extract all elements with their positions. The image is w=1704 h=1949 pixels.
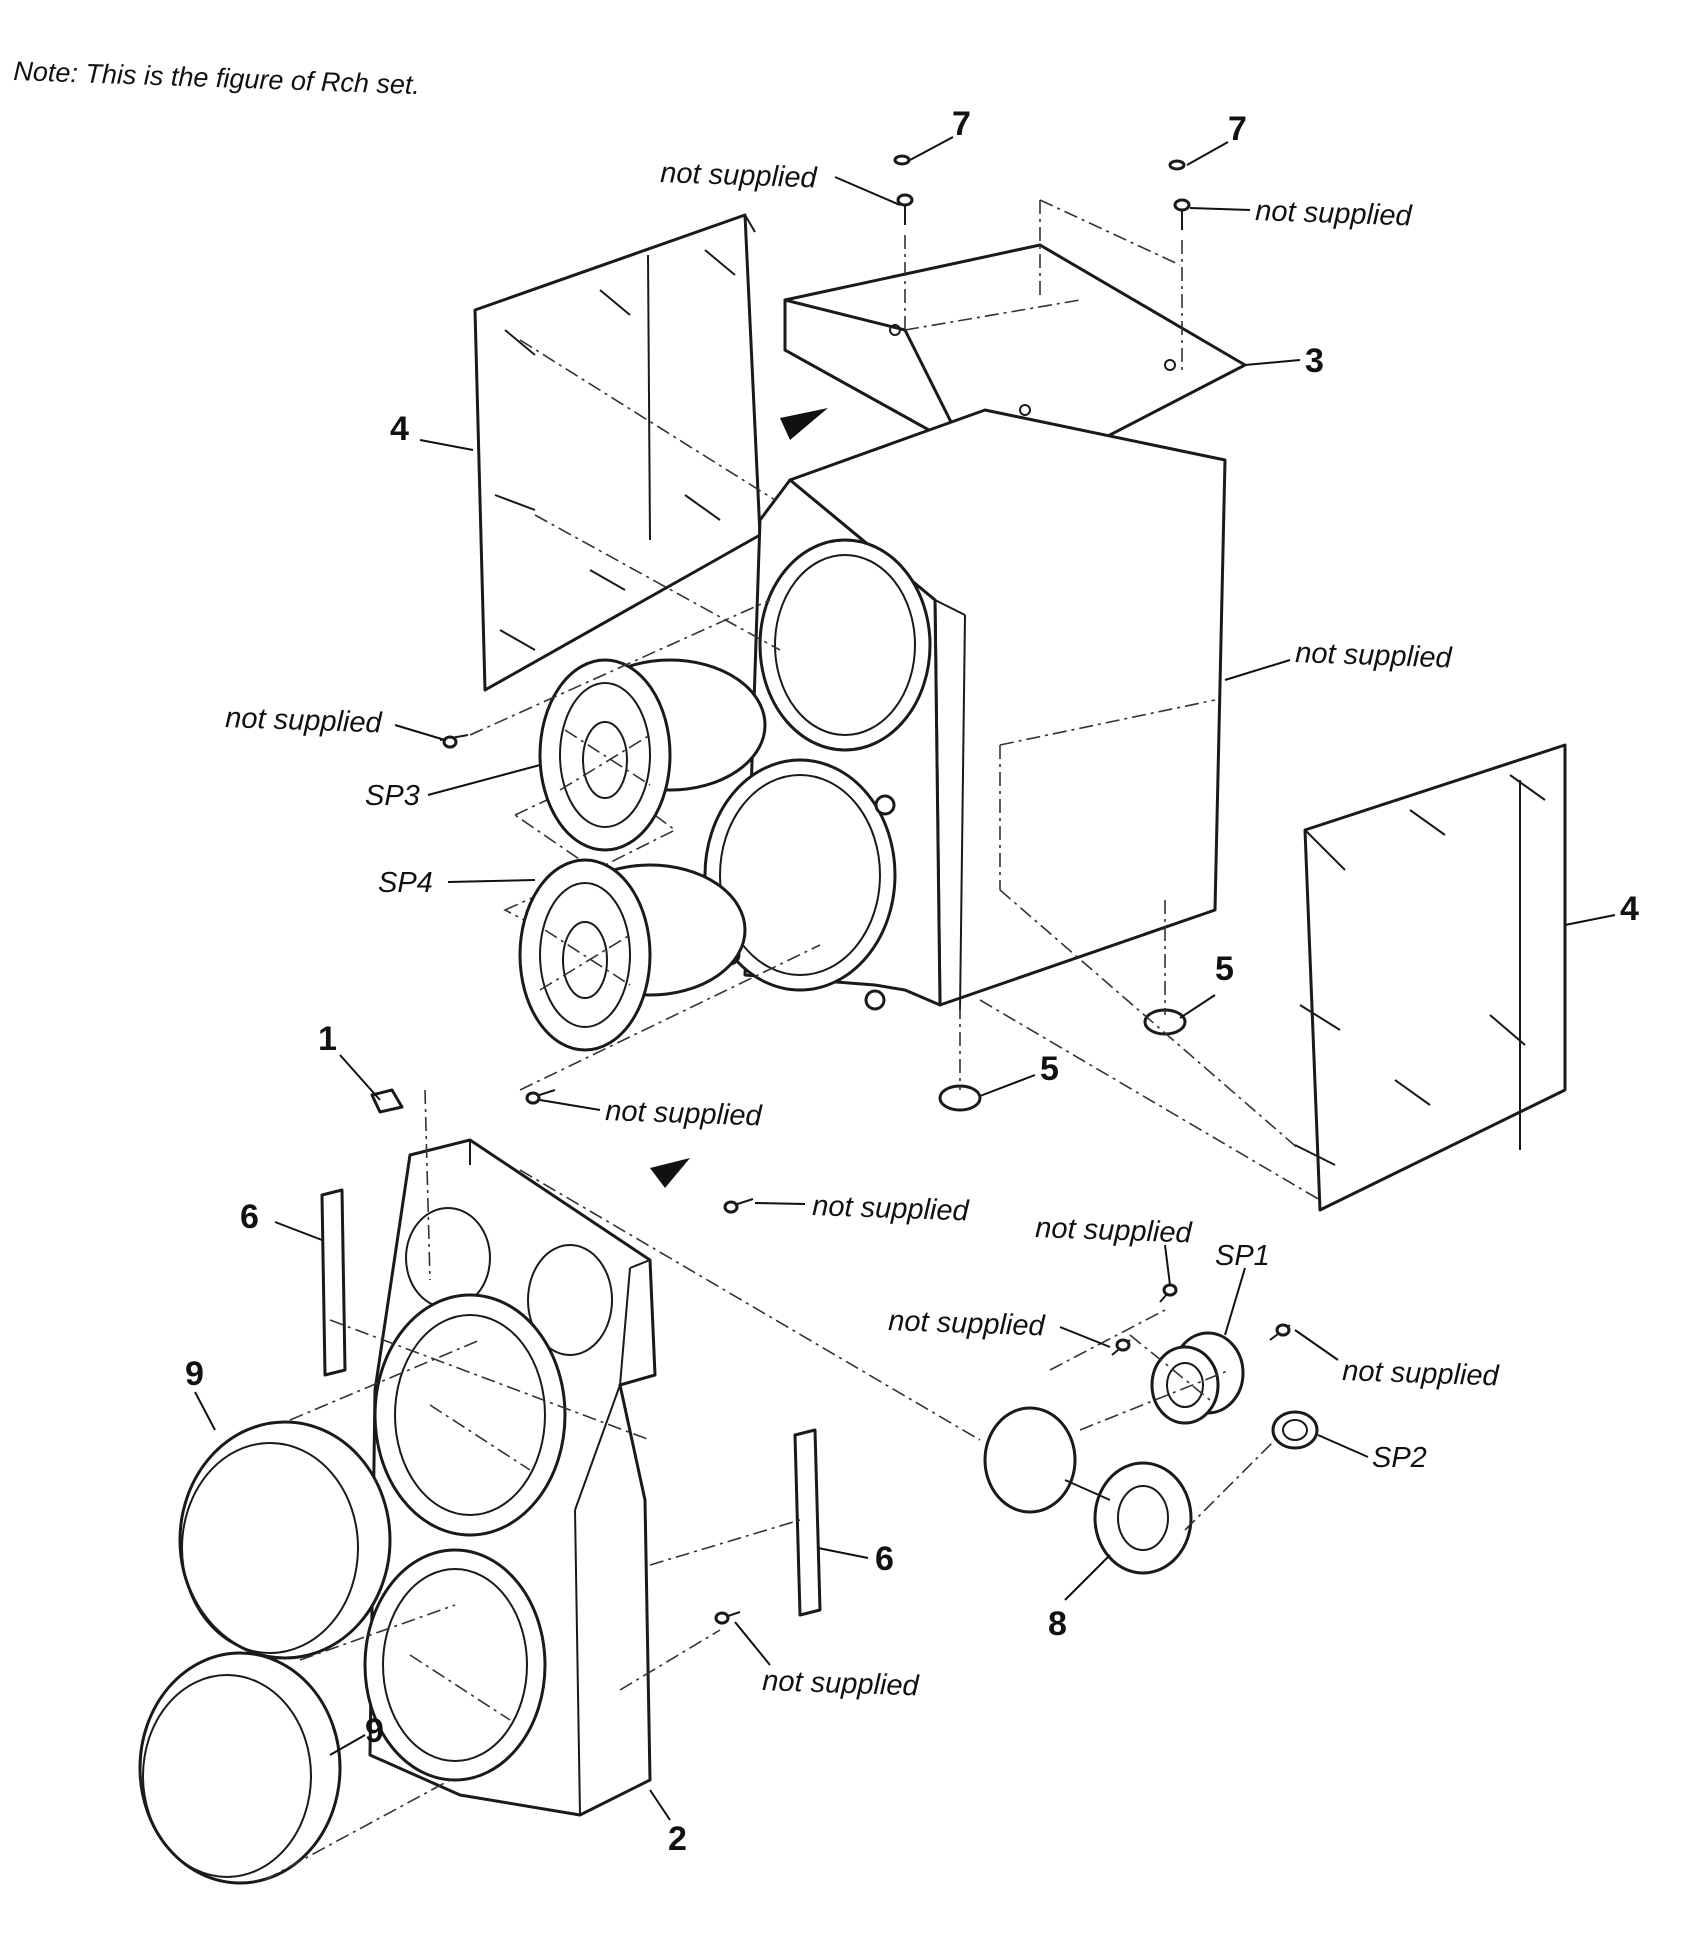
tweeter-sp2 (1271, 1410, 1319, 1450)
woofer-sp4 (503, 858, 747, 1052)
tweeter-housing (983, 1406, 1193, 1575)
part-number-5-left: 5 (1040, 1050, 1059, 1088)
grille-upper (178, 1420, 392, 1660)
not-supplied-woofer-screw-bottom: not supplied (605, 1095, 763, 1132)
part-number-3: 3 (1305, 342, 1324, 380)
strip-left (320, 1188, 347, 1377)
side-panel-left (473, 213, 762, 692)
not-supplied-tweeter-screw-top: not supplied (1035, 1212, 1193, 1249)
not-supplied-tweeter-screw-left: not supplied (888, 1305, 1046, 1342)
not-supplied-tweeter-screw-right: not supplied (1342, 1355, 1500, 1392)
top-bracket (783, 243, 1247, 512)
part-number-7-right: 7 (1228, 110, 1247, 148)
screws (439, 154, 1291, 1625)
not-supplied-top-screw-left: not supplied (660, 157, 818, 194)
part-number-5-right: 5 (1215, 950, 1234, 988)
front-baffle (363, 1138, 657, 1817)
tweeter-sp1 (1150, 1331, 1245, 1425)
part-number-6-right: 6 (875, 1540, 894, 1578)
leader-lines (194, 136, 1616, 1821)
strip-right (793, 1428, 822, 1617)
arrow-upper (780, 408, 828, 440)
part-number-9-upper: 9 (185, 1355, 204, 1393)
badge-tag (370, 1088, 404, 1114)
grille-lower (138, 1651, 342, 1885)
part-number-4-left: 4 (390, 410, 409, 448)
part-number-6-left: 6 (240, 1198, 259, 1236)
part-number-7-left: 7 (952, 105, 971, 143)
label-sp3: SP3 (365, 780, 420, 812)
not-supplied-baffle-screw-bottom: not supplied (762, 1665, 920, 1702)
speaker-cabinet (703, 408, 1227, 1011)
side-panel-right (1294, 743, 1567, 1212)
part-number-9-lower: 9 (365, 1712, 384, 1750)
not-supplied-cabinet: not supplied (1295, 637, 1453, 674)
label-sp2: SP2 (1372, 1442, 1427, 1474)
part-number-2: 2 (668, 1820, 687, 1858)
not-supplied-top-screw-right: not supplied (1255, 195, 1413, 232)
assembly-lines (264, 199, 1321, 1881)
not-supplied-baffle-screw-top: not supplied (812, 1190, 970, 1227)
part-number-4-right: 4 (1620, 890, 1639, 928)
label-sp1: SP1 (1215, 1240, 1270, 1272)
label-sp4: SP4 (378, 867, 433, 899)
part-number-8: 8 (1048, 1605, 1067, 1643)
arrow-lower (650, 1158, 690, 1188)
not-supplied-woofer-screw-top: not supplied (225, 702, 383, 739)
part-number-1: 1 (318, 1020, 337, 1058)
woofer-sp3 (513, 658, 767, 871)
